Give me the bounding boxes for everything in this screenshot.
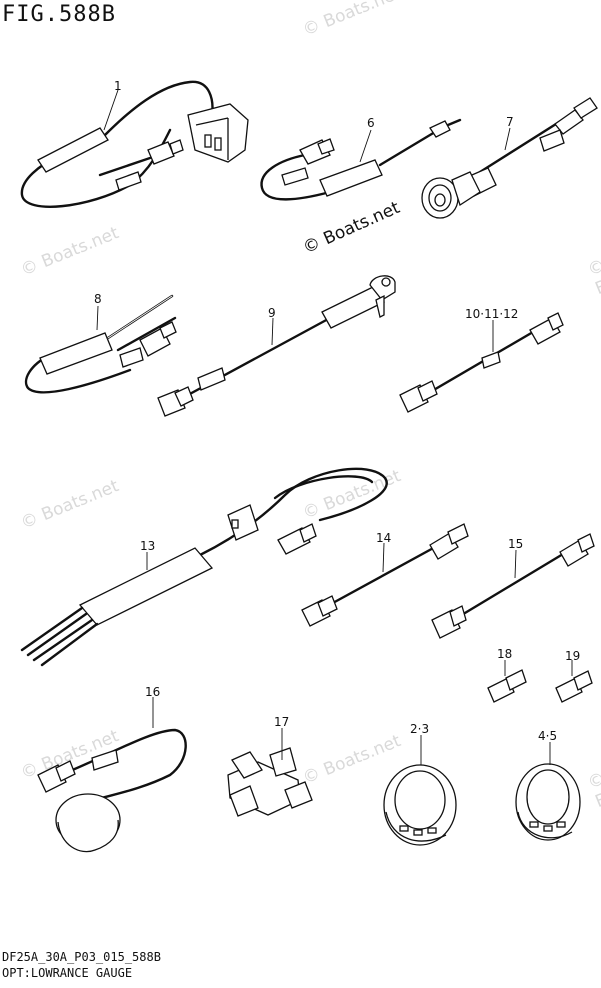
callout-14: 14: [376, 531, 391, 545]
callout-7: 7: [506, 115, 514, 129]
part-2-3-ring[interactable]: [383, 764, 457, 846]
footer-diagram-code: DF25A_30A_P03_015_588B: [2, 950, 161, 964]
callout-1: 1: [114, 79, 122, 93]
callout-10-11-12: 10·11·12: [465, 307, 518, 321]
part-1-transducer-cable[interactable]: [20, 80, 249, 208]
callout-19: 19: [565, 649, 580, 663]
leader-line: [382, 542, 385, 573]
leader-line: [514, 549, 517, 579]
callout-9: 9: [268, 306, 276, 320]
figure-title: FIG.588B: [2, 2, 116, 27]
part-17-t-connector[interactable]: [227, 747, 313, 817]
part-7-thru-hull-sensor[interactable]: [421, 97, 598, 219]
part-4-5-ring[interactable]: [515, 763, 581, 841]
callout-16: 16: [145, 685, 160, 699]
leader-line: [103, 89, 119, 131]
callout-13: 13: [140, 539, 155, 553]
part-6-sensor-cable[interactable]: [260, 118, 462, 201]
footer-diagram-title: OPT:LOWRANCE GAUGE: [2, 966, 133, 980]
leader-line: [359, 129, 372, 163]
callout-6: 6: [367, 116, 375, 130]
part-9-adapter-cable[interactable]: [157, 275, 396, 417]
callout-4-5: 4·5: [538, 729, 557, 743]
part-15-cable[interactable]: [431, 533, 595, 639]
leader-line: [96, 305, 99, 331]
callout-2-3: 2·3: [410, 722, 429, 736]
callout-15: 15: [508, 537, 523, 551]
callout-18: 18: [497, 647, 512, 661]
part-8-sensor-lead-cable[interactable]: [24, 294, 177, 394]
part-16-puck-sensor[interactable]: [37, 728, 187, 853]
callout-8: 8: [94, 292, 102, 306]
part-18-terminator[interactable]: [487, 669, 527, 703]
part-19-terminator[interactable]: [555, 670, 593, 703]
leader-line: [271, 317, 274, 346]
part-10-11-12-extension-cable[interactable]: [399, 312, 564, 413]
callout-17: 17: [274, 715, 289, 729]
leader-line: [504, 127, 511, 151]
part-13-power-harness-cable[interactable]: [20, 467, 388, 667]
part-14-cable[interactable]: [301, 523, 469, 627]
